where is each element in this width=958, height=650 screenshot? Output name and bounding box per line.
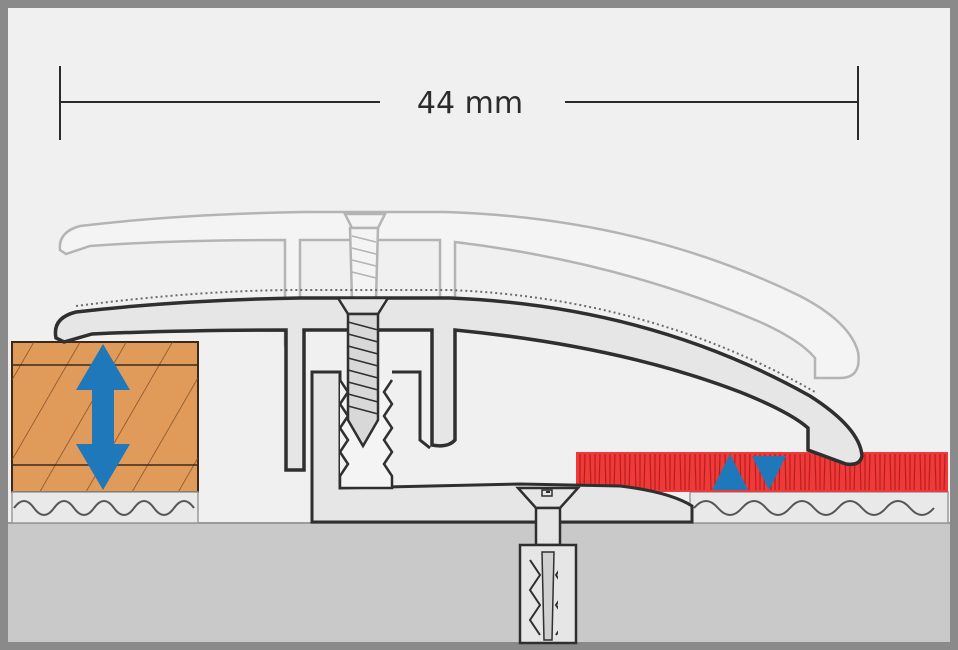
screw-icon-ghost	[351, 235, 377, 279]
floor-screw-icon	[515, 486, 581, 547]
left-underlay	[11, 491, 199, 524]
screw-icon	[335, 296, 391, 449]
dimension-label: 44 mm	[417, 86, 523, 121]
ghost-profile-raised	[58, 210, 860, 380]
right-underlay	[689, 491, 949, 524]
wall-plug-icon	[518, 543, 578, 645]
double-arrow-vertical-icon	[76, 344, 130, 490]
transition-profile	[53, 289, 864, 472]
dimension-line: 44 mm	[59, 66, 859, 140]
subfloor	[8, 523, 950, 642]
up-down-triangles-icon	[712, 454, 786, 490]
